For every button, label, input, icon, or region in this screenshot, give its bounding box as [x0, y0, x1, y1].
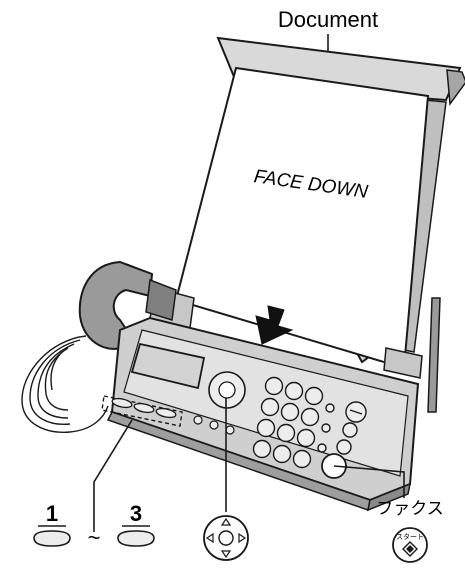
control-key[interactable] [337, 440, 351, 454]
navigator-key[interactable] [209, 372, 245, 408]
dial-key[interactable] [266, 378, 283, 395]
dial-key[interactable] [302, 409, 319, 426]
dial-key[interactable] [262, 399, 279, 416]
function-button[interactable] [226, 426, 234, 434]
dial-key[interactable] [274, 446, 291, 463]
key-range-tilde: ~ [88, 525, 101, 550]
start-key-text: スタート [396, 532, 424, 541]
dial-key[interactable] [294, 451, 311, 468]
dial-key[interactable] [306, 388, 323, 405]
key-1-label: 1 [46, 501, 58, 526]
antenna [428, 298, 440, 412]
coiled-cord [22, 336, 108, 432]
right-paper-guide [384, 348, 422, 378]
function-button[interactable] [210, 421, 218, 429]
control-key[interactable] [343, 423, 357, 437]
navigator-key-icon [204, 516, 248, 560]
fax-label: ファクス [376, 499, 444, 518]
dial-key[interactable] [278, 425, 295, 442]
key-3-label: 3 [130, 501, 142, 526]
dial-key[interactable] [286, 383, 303, 400]
dial-key[interactable] [258, 420, 275, 437]
function-button[interactable] [194, 416, 202, 424]
small-key[interactable] [326, 404, 334, 412]
key-3-icon [118, 531, 154, 546]
fax-start-legend: ファクス スタート [376, 499, 444, 562]
document-label: Document [278, 7, 378, 32]
small-key[interactable] [322, 424, 330, 432]
dial-key[interactable] [254, 441, 271, 458]
dial-key[interactable] [298, 430, 315, 447]
key-1-icon [34, 531, 70, 546]
dial-key[interactable] [282, 404, 299, 421]
small-key[interactable] [318, 444, 326, 452]
paper-sheet: FACE DOWN [176, 68, 428, 368]
